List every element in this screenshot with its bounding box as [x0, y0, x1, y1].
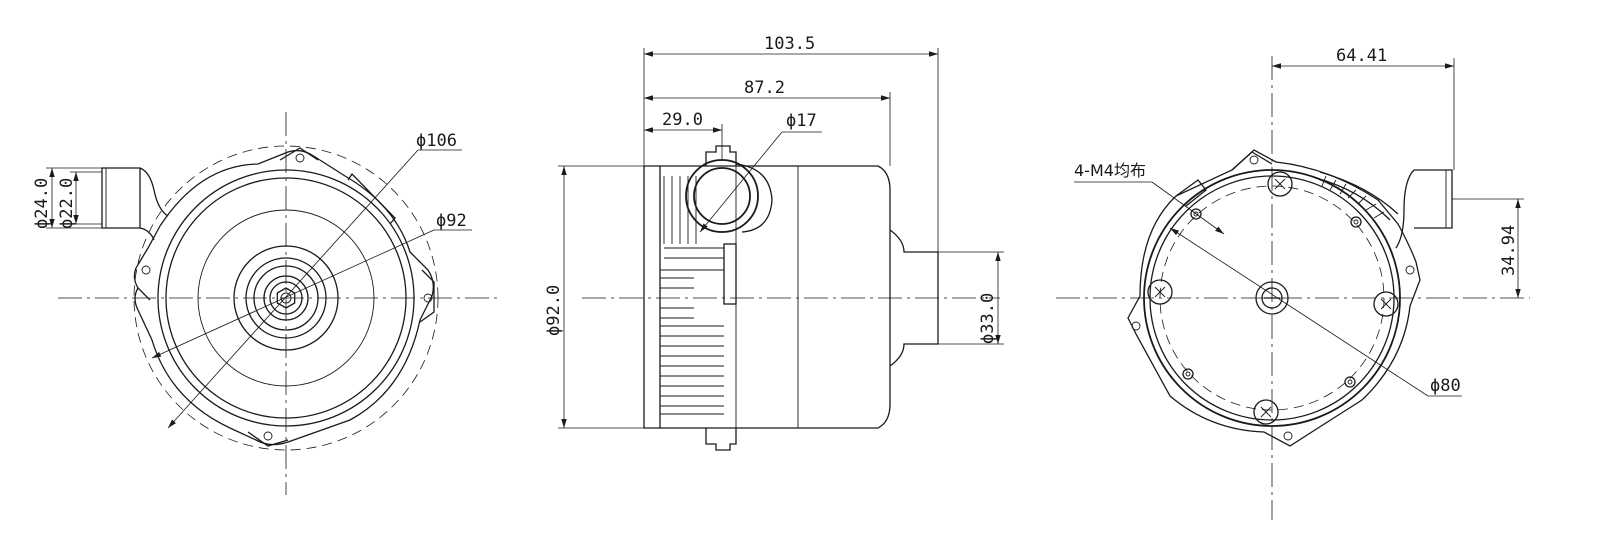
side-body-outline: [643, 165, 891, 429]
side-inlet-inner: [693, 167, 751, 225]
side-inlet-boss: [735, 163, 773, 233]
rear-top-lug-hole: [1249, 155, 1259, 165]
rear-top-lug: [1231, 151, 1273, 171]
side-label-phi17: ϕ17: [786, 111, 817, 131]
side-label-body: 87.2: [744, 78, 785, 98]
front-top-lug: [279, 147, 319, 161]
rear-bottom-lug-hole: [1283, 431, 1293, 441]
front-label-phi106: ϕ106: [416, 131, 457, 151]
side-terminal-block: [723, 243, 737, 305]
front-inlet-neck-bottom: [139, 227, 155, 241]
front-inlet-pipe: [101, 167, 141, 229]
front-label-phi92: ϕ92: [436, 211, 467, 231]
front-bottom-lug: [247, 431, 289, 447]
side-label-inlet-offset: 29.0: [662, 110, 703, 130]
front-body-circle: [157, 169, 415, 427]
front-label-inlet-inner: ϕ22.0: [57, 178, 77, 229]
rear-left-lug-hole: [1131, 321, 1141, 331]
front-shaft-center: [280, 292, 292, 304]
front-shaft-ring-inner: [269, 281, 303, 315]
rear-housing-circle: [1143, 169, 1401, 427]
front-inlet-neck-top: [139, 167, 169, 217]
rear-right-lug-hole: [1405, 265, 1415, 275]
front-cable-guide: [347, 172, 396, 225]
side-view: 103.5 87.2 29.0 ϕ17 ϕ92.0 ϕ33.0: [544, 34, 1004, 451]
front-hub-inner: [253, 265, 319, 331]
rear-m4-holes: [1182, 208, 1362, 388]
front-top-lug-hole: [295, 153, 305, 163]
side-outlet: [889, 229, 939, 367]
side-inlet-outer: [685, 159, 759, 233]
rear-outlet-ribs: [1315, 171, 1399, 221]
front-body-inner-circle: [165, 177, 407, 419]
rear-screw-bottom: [1253, 399, 1279, 425]
rear-shaft-inner: [1261, 287, 1283, 309]
rear-cable-guide: [1175, 179, 1207, 207]
front-right-lug: [419, 269, 435, 323]
front-hub-outer: [233, 245, 339, 351]
rear-label-holes: 4-M4均布: [1074, 161, 1146, 180]
side-label-body-dia: ϕ92.0: [544, 285, 564, 336]
rear-shaft-outer: [1255, 281, 1289, 315]
front-dim-phi92-leader: [151, 229, 435, 359]
rear-flange-outline: [1127, 149, 1421, 447]
rear-dim-holes-leader: [1151, 181, 1225, 235]
front-flange-outline: [133, 149, 434, 446]
rear-view: 4-M4均布 ϕ80 64.41 34.94: [1056, 46, 1530, 520]
rear-screw-left: [1147, 279, 1173, 305]
front-inner-ring: [197, 209, 375, 387]
front-left-lug-hole: [141, 265, 151, 275]
side-cooling-fins: [660, 176, 724, 415]
rear-label-outlet-y: 34.94: [1499, 225, 1519, 276]
front-view: ϕ24.0 ϕ22.0 ϕ106 ϕ92: [32, 112, 500, 495]
rear-label-phi80: ϕ80: [1430, 376, 1461, 396]
front-outer-dashed-circle: [133, 145, 439, 451]
rear-outlet-neck: [1395, 169, 1415, 249]
rear-label-outlet-x: 64.41: [1336, 46, 1387, 66]
front-right-lug-hole: [423, 293, 433, 303]
rear-dim-phi80-leader: [1169, 227, 1429, 397]
side-top-tab: [705, 145, 737, 166]
front-hub-mid: [245, 257, 327, 339]
rear-screw-top: [1267, 171, 1293, 197]
front-shaft-ring: [263, 275, 309, 321]
front-dim-phi106-leader: [167, 149, 419, 429]
side-bottom-tab: [705, 428, 737, 451]
rear-bolt-circle: [1159, 185, 1385, 411]
front-bottom-lug-hole: [263, 431, 273, 441]
front-label-inlet-outer: ϕ24.0: [32, 178, 52, 229]
rear-screw-right: [1373, 291, 1399, 317]
side-label-overall: 103.5: [764, 34, 815, 54]
side-dim-phi17-leader: [699, 131, 783, 233]
side-label-outlet-dia: ϕ33.0: [978, 293, 998, 344]
